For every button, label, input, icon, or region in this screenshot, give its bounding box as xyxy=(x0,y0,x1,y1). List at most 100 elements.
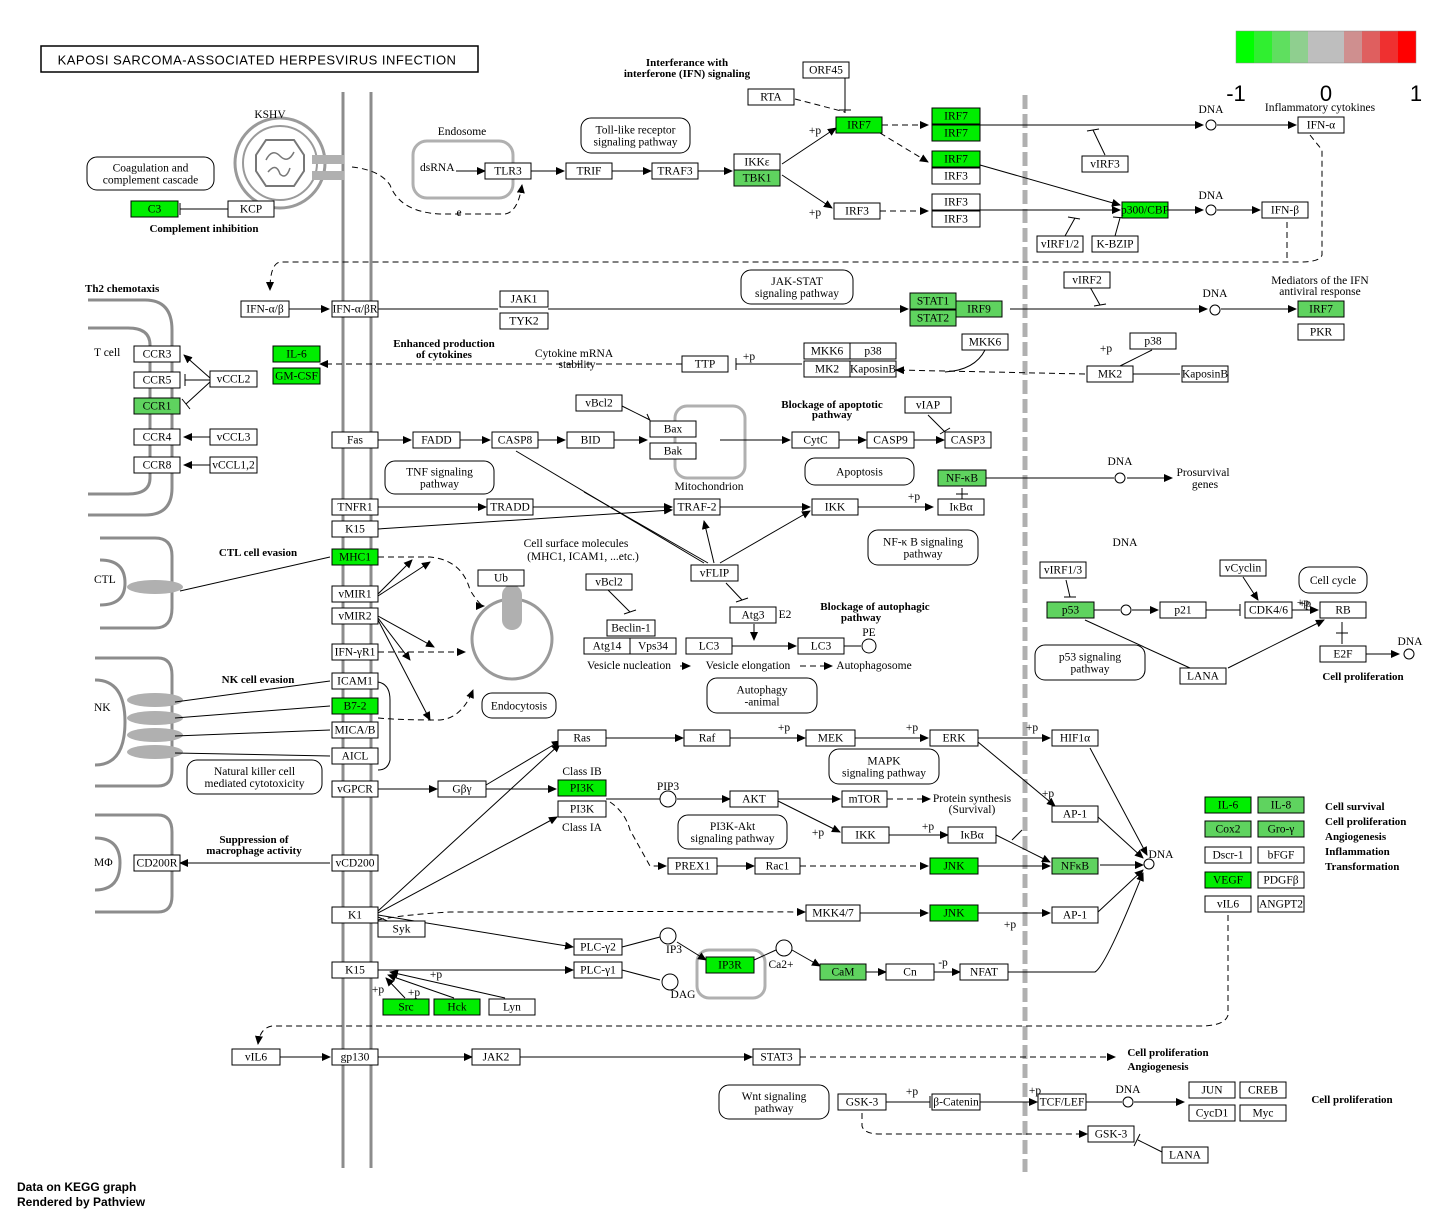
gene-node-aicl[interactable]: AICL xyxy=(331,747,379,765)
gene-node-mk2a[interactable]: MK2 xyxy=(803,360,851,378)
gene-node-ip3r[interactable]: IP3R xyxy=(705,956,755,974)
gene-node-vil6b[interactable]: vIL6 xyxy=(231,1048,281,1066)
gene-node-il6b[interactable]: IL-6 xyxy=(1204,796,1252,814)
gene-node-cytc[interactable]: CytC xyxy=(791,431,840,449)
gene-node-gby[interactable]: Gβγ xyxy=(437,780,487,798)
gene-node-ifnb[interactable]: IFN-β xyxy=(1261,201,1309,219)
gene-node-ccr4[interactable]: CCR4 xyxy=(133,428,181,446)
gene-node-irf7a[interactable]: IRF7 xyxy=(835,116,883,134)
gene-node-irf3c[interactable]: IRF3 xyxy=(931,193,981,211)
gene-node-gp130[interactable]: gp130 xyxy=(331,1048,379,1066)
gene-node-traf2[interactable]: TRAF-2 xyxy=(673,498,721,516)
gene-node-lyn[interactable]: Lyn xyxy=(488,998,536,1016)
gene-node-mkk6a[interactable]: MKK6 xyxy=(803,342,851,360)
gene-node-ifnabr[interactable]: IFN-α/βR xyxy=(331,300,379,318)
gene-node-cd200r[interactable]: CD200R xyxy=(133,854,181,872)
gene-node-ccr5[interactable]: CCR5 xyxy=(133,371,181,389)
gene-node-cox2[interactable]: Cox2 xyxy=(1204,820,1252,838)
gene-node-lana1[interactable]: LANA xyxy=(1179,667,1227,685)
gene-node-mk2b[interactable]: MK2 xyxy=(1086,365,1134,383)
gene-node-prex1[interactable]: PREX1 xyxy=(667,857,718,875)
gene-node-vflip[interactable]: vFLIP xyxy=(690,564,739,582)
pathway-node-apop[interactable]: Apoptosis xyxy=(804,457,915,486)
gene-node-ikba[interactable]: IκBα xyxy=(937,498,985,516)
gene-node-jak1[interactable]: JAK1 xyxy=(499,290,549,308)
gene-node-virf12[interactable]: vIRF1/2 xyxy=(1036,235,1084,253)
gene-node-jnka[interactable]: JNK xyxy=(929,857,979,875)
gene-node-cycd1[interactable]: CycD1 xyxy=(1188,1104,1236,1122)
gene-node-ikbab[interactable]: IκBα xyxy=(947,826,997,844)
gene-node-ap1a[interactable]: AP-1 xyxy=(1051,805,1099,823)
pathway-node-cellcycle[interactable]: Cell cycle xyxy=(1298,566,1368,594)
gene-node-rta[interactable]: RTA xyxy=(747,88,795,106)
gene-node-vgpcr[interactable]: vGPCR xyxy=(331,780,379,798)
gene-node-vbcl2b[interactable]: vBcl2 xyxy=(585,573,633,591)
gene-node-hck[interactable]: Hck xyxy=(433,998,481,1016)
gene-node-kcp[interactable]: KCP xyxy=(227,200,275,218)
gene-node-myc[interactable]: Myc xyxy=(1239,1104,1287,1122)
gene-node-ccr1[interactable]: CCR1 xyxy=(133,397,181,415)
gene-node-ikka[interactable]: IKK xyxy=(811,498,859,516)
gene-node-erk[interactable]: ERK xyxy=(929,729,979,747)
gene-node-ifngr1[interactable]: IFN-γR1 xyxy=(331,643,379,661)
gene-node-rb[interactable]: RB xyxy=(1319,601,1367,619)
gene-node-vccl3[interactable]: vCCL3 xyxy=(209,428,258,446)
gene-node-virf3[interactable]: vIRF3 xyxy=(1081,155,1129,173)
gene-node-angpt2[interactable]: ANGPT2 xyxy=(1257,895,1305,913)
gene-node-tradd[interactable]: TRADD xyxy=(486,498,534,516)
gene-node-jnkb[interactable]: JNK xyxy=(929,904,979,922)
gene-node-nfat[interactable]: NFAT xyxy=(959,963,1009,981)
gene-node-ikkb[interactable]: IKK xyxy=(841,826,890,844)
gene-node-creb[interactable]: CREB xyxy=(1239,1081,1287,1099)
gene-node-bid[interactable]: BID xyxy=(566,431,615,449)
gene-node-ccr3[interactable]: CCR3 xyxy=(133,345,181,363)
gene-node-ifna[interactable]: IFN-α xyxy=(1297,116,1345,134)
gene-node-ub[interactable]: Ub xyxy=(477,569,525,587)
gene-node-vcyclin[interactable]: vCyclin xyxy=(1219,559,1267,577)
gene-node-src[interactable]: Src xyxy=(382,998,430,1016)
gene-node-casp8[interactable]: CASP8 xyxy=(491,431,539,449)
gene-node-mek[interactable]: MEK xyxy=(805,729,856,747)
gene-node-pi3kb[interactable]: PI3K xyxy=(557,800,607,818)
gene-node-icam1[interactable]: ICAM1 xyxy=(331,672,379,690)
gene-node-p53[interactable]: p53 xyxy=(1046,601,1095,619)
gene-node-mica[interactable]: MICA/B xyxy=(331,721,379,739)
gene-node-pkr[interactable]: PKR xyxy=(1297,323,1345,341)
gene-node-lc3b[interactable]: LC3 xyxy=(797,637,845,655)
gene-node-e2f[interactable]: E2F xyxy=(1319,645,1367,663)
gene-node-beclin[interactable]: Beclin-1 xyxy=(606,619,656,637)
gene-node-traf3[interactable]: TRAF3 xyxy=(651,162,699,180)
gene-node-bak[interactable]: Bak xyxy=(649,442,697,460)
gene-node-p38b[interactable]: p38 xyxy=(1129,332,1177,350)
gene-node-irf9[interactable]: IRF9 xyxy=(955,300,1003,318)
gene-node-virf2[interactable]: vIRF2 xyxy=(1063,271,1111,289)
gene-node-jak2[interactable]: JAK2 xyxy=(471,1048,521,1066)
gene-node-akt[interactable]: AKT xyxy=(729,790,779,808)
gene-node-stat1[interactable]: STAT1 xyxy=(909,292,957,310)
gene-node-gsk3b[interactable]: GSK-3 xyxy=(1087,1125,1135,1143)
gene-node-irf7e[interactable]: IRF7 xyxy=(1297,300,1345,318)
gene-node-p38a[interactable]: p38 xyxy=(849,342,897,360)
gene-node-ifnab[interactable]: IFN-α/β xyxy=(240,300,290,318)
gene-node-mkk6b[interactable]: MKK6 xyxy=(961,333,1009,351)
gene-node-vccl2[interactable]: vCCL2 xyxy=(209,370,258,388)
gene-node-pi3ka[interactable]: PI3K xyxy=(557,779,607,797)
gene-node-hif1a[interactable]: HIF1α xyxy=(1051,729,1099,747)
gene-node-irf3a[interactable]: IRF3 xyxy=(931,167,981,185)
gene-node-ikke[interactable]: IKKε xyxy=(733,153,781,171)
gene-node-vcd200[interactable]: vCD200 xyxy=(331,854,379,872)
gene-node-kbzip[interactable]: K-BZIP xyxy=(1091,235,1139,253)
gene-node-atg14[interactable]: Atg14 xyxy=(583,637,631,655)
gene-node-fas[interactable]: Fas xyxy=(331,431,379,449)
gene-node-raf[interactable]: Raf xyxy=(683,729,731,747)
gene-node-irf3b[interactable]: IRF3 xyxy=(833,202,881,220)
